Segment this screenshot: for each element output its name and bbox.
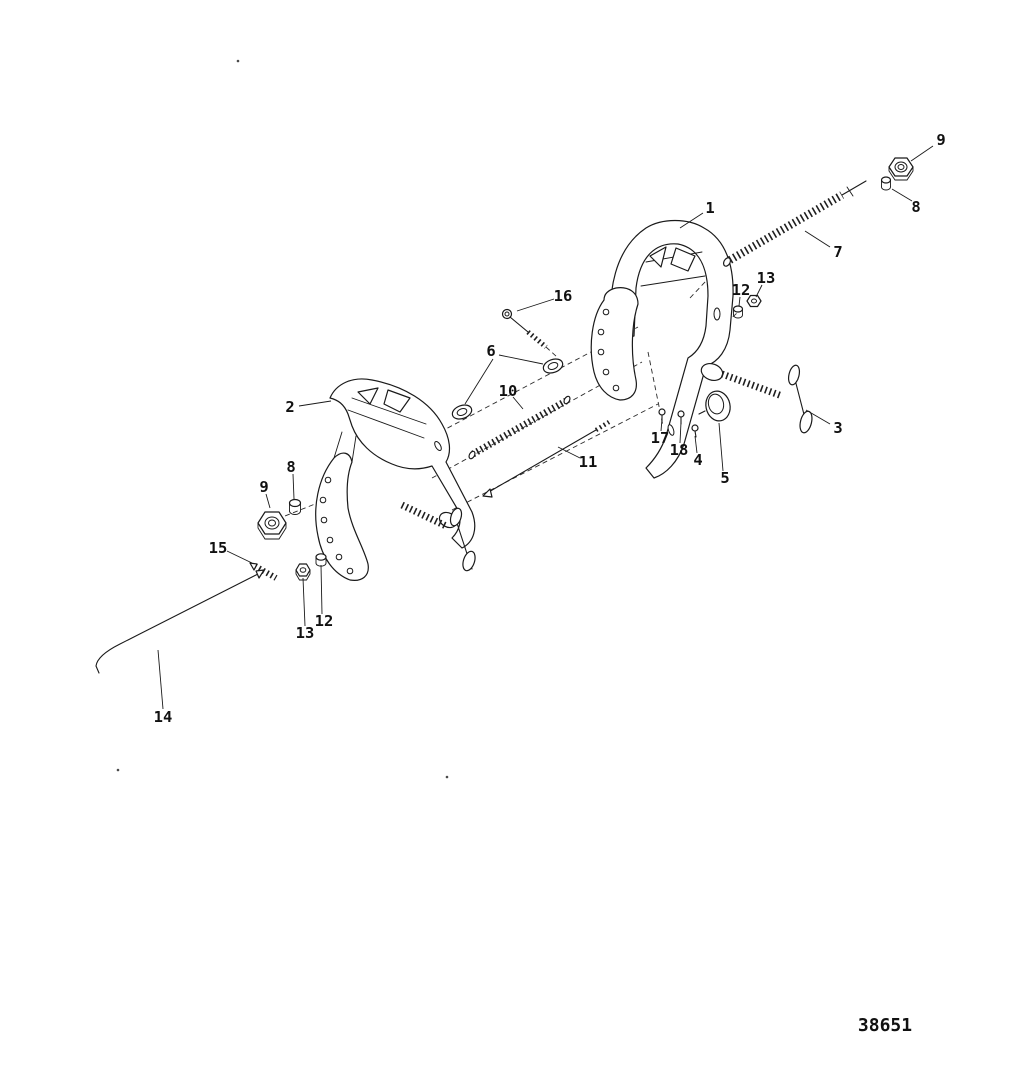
callout-11: 11: [579, 453, 598, 471]
callout-15: 15: [209, 539, 228, 557]
callout-2: 2: [285, 398, 294, 416]
callout-14: 14: [154, 708, 173, 726]
leader-line-7: [804, 230, 831, 248]
washer-upper: [732, 305, 744, 319]
print-artifacts: [116, 59, 449, 779]
leader-line-12: [320, 564, 323, 615]
callout-16: 16: [554, 287, 573, 305]
callout-18: 18: [670, 441, 689, 459]
tilt-pin: [95, 569, 265, 674]
leader-line-8: [891, 188, 913, 202]
leader-line-15: [226, 550, 253, 564]
callout-1: 1: [705, 199, 714, 217]
leader-line-13: [755, 284, 763, 298]
leader-line-14: [157, 649, 164, 710]
long-pin: [482, 420, 611, 498]
leader-line-4: [694, 435, 698, 454]
callout-13: 13: [757, 269, 776, 287]
leader-line-11: [557, 446, 581, 459]
drawing-number: 38651: [858, 1015, 912, 1036]
clamp-bracket-port: [315, 378, 476, 581]
callout-10: 10: [499, 382, 518, 400]
hex-nut-top: [888, 157, 914, 181]
leader-line-3: [805, 409, 831, 425]
callout-9: 9: [259, 478, 268, 496]
leader-line-13: [302, 577, 306, 627]
leader-line-9: [265, 493, 271, 509]
small-nut-lower: [295, 563, 311, 581]
washer-lower: [315, 553, 327, 567]
small-screw-18: [677, 410, 685, 425]
callout-5: 5: [720, 469, 729, 487]
washer-pair: [451, 358, 564, 420]
callout-12: 12: [315, 612, 334, 630]
callout-13: 13: [296, 624, 315, 642]
callout-12: 12: [732, 281, 751, 299]
clamp-bracket-starboard: [590, 219, 734, 479]
leader-line-10: [512, 396, 524, 410]
leader-line-2: [298, 400, 332, 407]
leader-line-5: [718, 422, 724, 472]
callout-9: 9: [936, 131, 945, 149]
pivot-bolt: [501, 308, 548, 349]
threaded-pin: [468, 395, 571, 460]
leader-line-1: [679, 212, 704, 229]
leader-line-9: [910, 145, 934, 162]
callout-17: 17: [651, 429, 670, 447]
callout-6: 6: [486, 342, 495, 360]
leader-line-12: [738, 296, 741, 307]
callout-8: 8: [911, 198, 920, 216]
callout-4: 4: [693, 451, 702, 469]
leader-line-18: [679, 421, 682, 444]
clamp-screw-port: [400, 501, 476, 572]
hex-nut-left: [257, 511, 287, 540]
spring-pin: [249, 562, 278, 581]
callout-8: 8: [286, 458, 295, 476]
leader-line-6: [464, 358, 494, 405]
tilt-rod: [722, 180, 867, 267]
callout-3: 3: [833, 419, 842, 437]
small-nut-upper: [746, 294, 762, 308]
leader-line-16: [516, 298, 555, 312]
bushing-top: [880, 176, 892, 191]
leader-line-17: [660, 418, 663, 432]
pad-pin: [691, 424, 699, 438]
swivel-pad: [698, 390, 731, 422]
leader-line-6: [498, 354, 544, 365]
clamp-screw-starboard: [720, 364, 813, 434]
bushing-left: [288, 498, 302, 515]
bracket-mounting-flange: [590, 287, 639, 401]
callout-7: 7: [833, 243, 842, 261]
bracket-mounting-flange: [315, 452, 369, 581]
leader-line-8: [292, 473, 295, 500]
